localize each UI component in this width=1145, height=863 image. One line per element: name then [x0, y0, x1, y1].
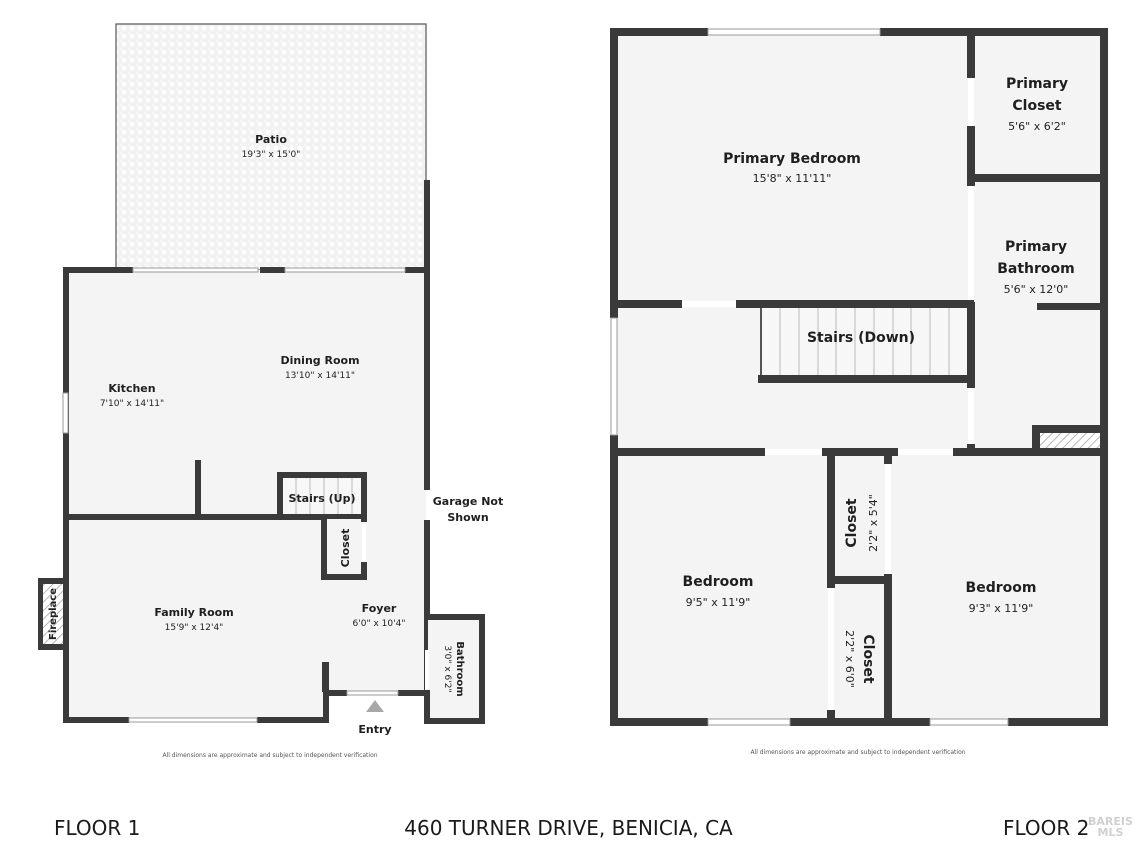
floor1-label: FLOOR 1 — [54, 816, 141, 840]
room-label-bedroom-right: Bedroom — [966, 580, 1037, 596]
mls-watermark: BAREIS MLS — [1088, 816, 1133, 838]
property-address: 460 TURNER DRIVE, BENICIA, CA — [404, 816, 733, 840]
label-garage-line1: Garage Not — [433, 495, 504, 508]
room-label-foyer: Foyer — [362, 602, 397, 615]
room-dims-closet-lower: 2'2" x 6'0" — [843, 630, 856, 688]
stairs-up-treads — [295, 477, 353, 514]
mls-watermark-line1: BAREIS — [1088, 815, 1133, 828]
room-label-primary-closet-line1: Primary — [1006, 76, 1068, 92]
mls-watermark-line2: MLS — [1097, 826, 1124, 839]
floor2-plan: Primary Bedroom 15'8" x 11'11" Primary C… — [610, 28, 1108, 756]
room-label-patio: Patio — [255, 133, 287, 146]
label-entry: Entry — [358, 723, 391, 736]
room-dims-bedroom-left: 9'5" x 11'9" — [686, 596, 751, 609]
room-label-bathroom: Bathroom — [454, 641, 465, 696]
patio-area — [115, 23, 427, 271]
entry-arrow-icon — [366, 700, 384, 712]
room-dims-primary-bathroom: 5'6" x 12'0" — [1004, 283, 1069, 296]
room-dims-closet-upper: 2'2" x 5'4" — [867, 494, 880, 552]
room-label-dining-room: Dining Room — [280, 354, 359, 367]
room-label-stairs-up: Stairs (Up) — [288, 492, 355, 505]
room-dims-primary-closet: 5'6" x 6'2" — [1008, 120, 1066, 133]
room-dims-bedroom-right: 9'3" x 11'9" — [969, 602, 1034, 615]
room-dims-bathroom: 3'0" x 6'2" — [442, 645, 452, 692]
room-label-primary-bedroom: Primary Bedroom — [723, 151, 861, 167]
room-label-fireplace: Fireplace — [48, 588, 59, 640]
room-label-closet: Closet — [339, 529, 352, 568]
room-dims-kitchen: 7'10" x 14'11" — [100, 399, 164, 409]
room-label-kitchen: Kitchen — [108, 382, 155, 395]
floor2-label: FLOOR 2 — [1003, 816, 1090, 840]
label-garage-line2: Shown — [447, 511, 488, 524]
room-dims-family-room: 15'9" x 12'4" — [165, 623, 224, 633]
room-label-closet-lower: Closet — [860, 634, 876, 684]
floor2-disclaimer: All dimensions are approximate and subje… — [750, 749, 965, 756]
room-label-primary-bathroom-line2: Bathroom — [997, 261, 1075, 277]
room-label-closet-upper: Closet — [844, 498, 860, 548]
room-dims-dining-room: 13'10" x 14'11" — [285, 371, 355, 381]
room-label-primary-bathroom-line1: Primary — [1005, 239, 1067, 255]
wall — [63, 267, 69, 723]
room-label-primary-closet-line2: Closet — [1012, 98, 1062, 114]
floor1-disclaimer: All dimensions are approximate and subje… — [162, 752, 377, 759]
room-label-bedroom-left: Bedroom — [683, 574, 754, 590]
room-label-family-room: Family Room — [154, 606, 233, 619]
room-dims-patio: 19'3" x 15'0" — [242, 150, 301, 160]
room-dims-primary-bedroom: 15'8" x 11'11" — [753, 172, 832, 185]
stairs-down-treads — [779, 308, 950, 375]
floor1-plan: Patio 19'3" x 15'0" Kitchen 7'10" x 14'1… — [38, 23, 504, 759]
room-dims-foyer: 6'0" x 10'4" — [353, 619, 406, 629]
room-label-stairs-down: Stairs (Down) — [807, 330, 915, 346]
